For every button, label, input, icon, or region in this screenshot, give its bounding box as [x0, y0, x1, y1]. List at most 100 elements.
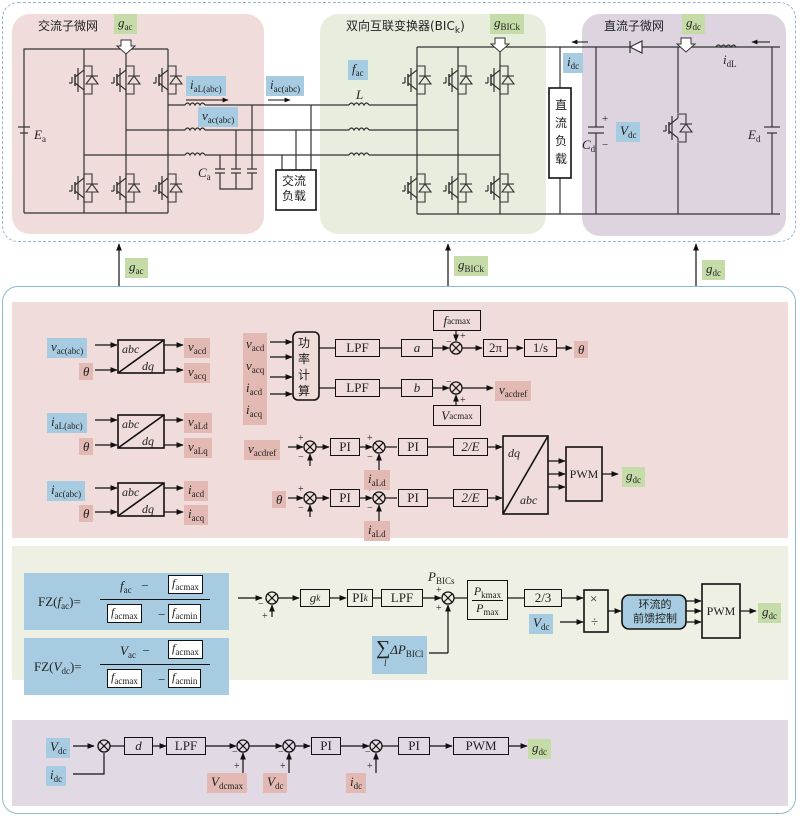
- fz1-lhs: FZ(fac)=: [38, 594, 81, 611]
- p3-sum3-plus: +: [280, 761, 286, 772]
- t3-in2: θ: [79, 505, 94, 522]
- t3-abc: abc: [122, 485, 140, 499]
- dc-microgrid-title: 直流子微网: [604, 19, 665, 33]
- idl-current-label: idL: [723, 52, 737, 69]
- fz1-den-minus: −: [158, 607, 166, 622]
- vdc-feedback: Vdc: [263, 773, 288, 793]
- vdc-voltage-label: Vdc: [616, 122, 641, 142]
- bic-title: 双向互联变换器(BICk): [346, 19, 465, 36]
- iald-feedback-2: iaLd: [364, 521, 390, 541]
- fz2-den1: facmax: [107, 669, 142, 688]
- idc-input-p3: idc: [46, 766, 67, 786]
- vdcmax-input: Vdcmax: [207, 773, 247, 793]
- fz1-num-box: facmax: [168, 575, 203, 594]
- fz-fac-formula: FZ(fac)= fac − facmax facmax − facmin: [24, 573, 229, 630]
- t1-dq: dq: [142, 359, 154, 373]
- integrator-block: 1/s: [524, 339, 557, 357]
- gdc-gate-label: gdc: [682, 14, 705, 34]
- fz1-fraction-bar: [100, 599, 210, 600]
- ac-load-box: 交流负载: [282, 174, 307, 203]
- fac-freq-label: fac: [348, 60, 368, 80]
- control-frame: [2, 286, 796, 814]
- dq-abc-abc: abc: [520, 493, 538, 507]
- cd-plus-sign: +: [602, 113, 609, 125]
- theta-output: θ: [574, 341, 589, 358]
- t1-abc: abc: [122, 342, 140, 356]
- p2-sum1-plus: +: [262, 611, 268, 622]
- p3-sum2-minus: −: [232, 747, 238, 758]
- sum1-plus: +: [460, 331, 466, 342]
- l-inductor-label: L: [356, 87, 364, 102]
- pwm-block-1: PWM: [569, 466, 599, 481]
- lpf-block-3: LPF: [381, 589, 423, 607]
- fz1-den2: facmin: [168, 604, 202, 623]
- dq-abc-dq: dq: [508, 446, 520, 460]
- ed-source-label: Ed: [748, 127, 761, 144]
- pi-block-5: PI: [311, 737, 341, 755]
- idc-feedback: idc: [346, 773, 367, 793]
- pi4-minus: −: [367, 503, 373, 514]
- gac-gate-label: gac: [114, 14, 137, 34]
- t1-out2: vacq: [184, 363, 211, 383]
- gdc-output-3: gdc: [528, 739, 551, 759]
- fz1-den1: facmax: [107, 604, 142, 623]
- t3-out1: iacd: [184, 481, 209, 501]
- theta-input: θ: [272, 491, 287, 508]
- pi-block-4: PI: [398, 489, 428, 507]
- pi-block-2: PI: [398, 438, 428, 456]
- fz2-den-minus: −: [158, 672, 166, 687]
- fz2-den2: facmin: [168, 669, 202, 688]
- fz2-num-box: facmax: [168, 640, 203, 659]
- t2-dq: dq: [142, 434, 154, 448]
- power-inputs: vacd vacq iacd iacq: [243, 333, 268, 425]
- divide-sign: ÷: [591, 614, 599, 629]
- gain-a-block: a: [401, 339, 433, 357]
- arrow-label-gbic: gBICk: [454, 256, 489, 276]
- two-thirds-block: 2/3: [524, 589, 562, 607]
- two-over-e-block-1: 2/E: [453, 438, 488, 456]
- gdc-output-1: gdc: [622, 467, 645, 487]
- t3-out2: iacq: [184, 505, 209, 525]
- t2-out1: vaLd: [184, 413, 212, 433]
- gbic-gate-label: gBICk: [490, 14, 525, 34]
- dc-load-box: 直流负载: [554, 98, 567, 166]
- lpf-block-2: LPF: [335, 379, 380, 397]
- cd-minus-sign: −: [602, 139, 609, 151]
- vacdref-input: vacdref: [244, 440, 281, 460]
- feedforward-block: 环流的前馈控制: [633, 598, 677, 625]
- t2-in2: θ: [79, 438, 94, 455]
- pi1-minus: −: [298, 452, 304, 463]
- pi2-plus: +: [367, 433, 373, 444]
- iald-feedback-1: iaLd: [364, 470, 390, 490]
- p3-sum4-minus: −: [365, 747, 371, 758]
- hardware-frame: [2, 2, 796, 242]
- iac-current-label: iac(abc): [266, 76, 305, 96]
- pi1-plus: +: [298, 433, 304, 444]
- pbics-label: PBICs: [428, 569, 455, 586]
- sum-delta-p-label: ∑ΔPBICl l: [372, 636, 428, 674]
- pwm-block-3: PWM: [453, 737, 509, 755]
- pi-block-6: PI: [398, 737, 430, 755]
- p2-sum1-minus: −: [258, 599, 264, 610]
- fz2-num: Vac −: [120, 643, 150, 660]
- vdc-input-p2: Vdc: [529, 614, 554, 634]
- power-calc-block: 功率计算: [298, 336, 311, 398]
- sum2-minus: −: [446, 377, 452, 388]
- pi-block-3: PI: [330, 489, 360, 507]
- t1-in2: θ: [79, 363, 94, 380]
- vac-voltage-label: vac(abc): [198, 107, 239, 127]
- t2-out2: vaLq: [184, 438, 212, 458]
- d-block: d: [124, 737, 153, 755]
- pkmax-ratio-block: Pkmax Pmax: [467, 580, 508, 620]
- t1-in1: vac(abc): [47, 338, 88, 358]
- sum2-plus: +: [460, 395, 466, 406]
- p3-sum3-minus: −: [278, 747, 284, 758]
- arrow-label-gac: gac: [125, 258, 148, 278]
- fz-vdc-formula: FZ(Vdc)= Vac − facmax facmax − facmin: [24, 638, 229, 695]
- pi3-plus: +: [298, 484, 304, 495]
- lpf-block-1: LPF: [335, 339, 380, 357]
- cd-cap-label: Cd: [582, 137, 596, 154]
